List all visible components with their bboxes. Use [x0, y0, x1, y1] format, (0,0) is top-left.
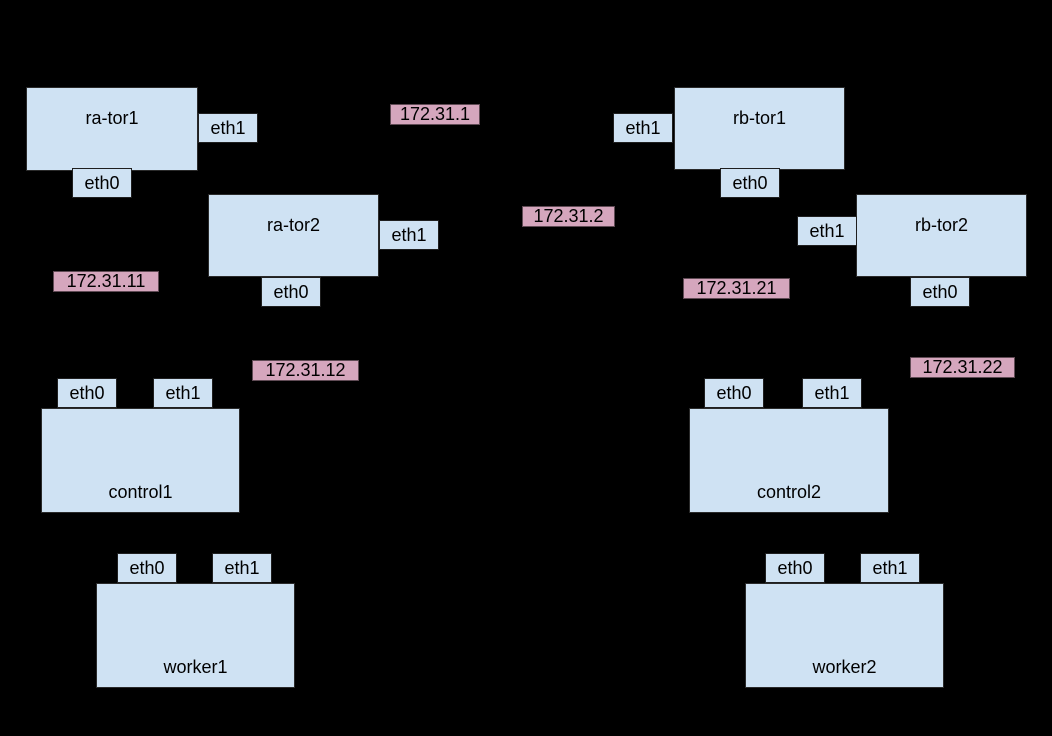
port-rb-tor2-eth0: eth0	[910, 277, 970, 307]
port-rb-tor1-eth1: eth1	[613, 113, 673, 143]
port-ra-tor1-eth1: eth1	[198, 113, 258, 143]
port-worker1-eth1: eth1	[212, 553, 272, 583]
port-ra-tor1-eth0: eth0	[72, 168, 132, 198]
node-ra-tor2-label: ra-tor2	[266, 215, 320, 235]
port-rb-tor2-eth1: eth1	[797, 216, 857, 246]
node-control2: control2	[689, 408, 889, 513]
node-worker2-label: worker2	[812, 657, 877, 677]
node-worker1-label: worker1	[163, 657, 228, 677]
port-control1-eth0: eth0	[57, 378, 117, 408]
node-rb-tor1-label: rb-tor1	[732, 108, 786, 128]
node-worker2: worker2	[745, 583, 944, 688]
port-worker2-eth1: eth1	[860, 553, 920, 583]
node-control1-label: control1	[108, 482, 173, 502]
ip-label-172-31-2: 172.31.2	[522, 206, 615, 227]
port-ra-tor2-eth0: eth0	[261, 277, 321, 307]
ip-label-172-31-21: 172.31.21	[683, 278, 790, 299]
ip-label-172-31-1: 172.31.1	[390, 104, 480, 125]
node-control2-label: control2	[756, 482, 822, 502]
port-control1-eth1: eth1	[153, 378, 213, 408]
node-rb-tor2-label: rb-tor2	[914, 215, 968, 235]
port-worker1-eth0: eth0	[117, 553, 177, 583]
port-worker2-eth0: eth0	[765, 553, 825, 583]
node-rb-tor2: rb-tor2	[856, 194, 1027, 277]
port-control2-eth0: eth0	[704, 378, 764, 408]
node-ra-tor1: ra-tor1	[26, 87, 198, 171]
ip-label-172-31-11: 172.31.11	[53, 271, 159, 292]
node-ra-tor1-label: ra-tor1	[85, 108, 139, 128]
node-worker1: worker1	[96, 583, 295, 688]
ip-label-172-31-12: 172.31.12	[252, 360, 359, 381]
node-control1: control1	[41, 408, 240, 513]
node-ra-tor2: ra-tor2	[208, 194, 379, 277]
ip-label-172-31-22: 172.31.22	[910, 357, 1015, 378]
port-ra-tor2-eth1: eth1	[379, 220, 439, 250]
port-control2-eth1: eth1	[802, 378, 862, 408]
port-rb-tor1-eth0: eth0	[720, 168, 780, 198]
node-rb-tor1: rb-tor1	[674, 87, 845, 170]
